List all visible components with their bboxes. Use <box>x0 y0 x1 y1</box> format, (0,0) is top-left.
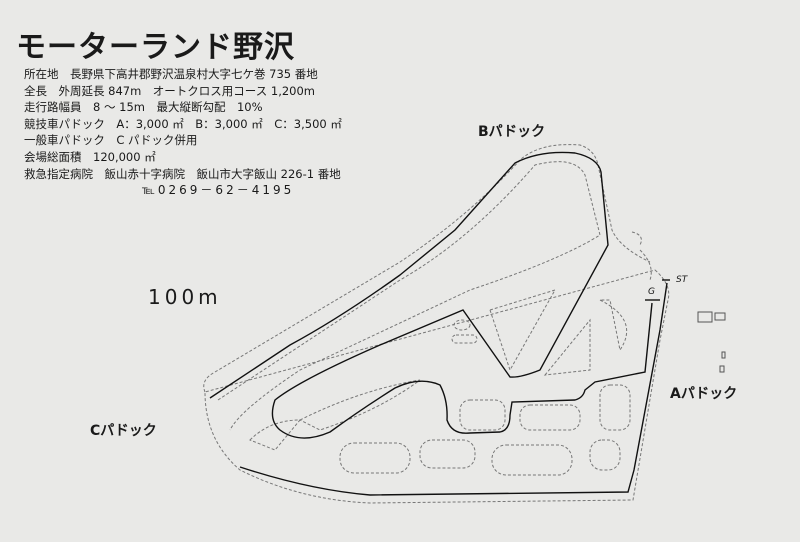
goal-mark: G <box>648 287 655 297</box>
inner-boundary-top <box>217 161 601 431</box>
page-title: モーターランド野沢 <box>16 30 295 65</box>
island <box>453 319 471 331</box>
info-area: 会場総面積 120,000 ㎡ <box>24 149 156 164</box>
island <box>489 289 557 372</box>
island <box>419 439 476 469</box>
island <box>599 299 628 352</box>
island <box>589 439 621 471</box>
island <box>339 442 411 474</box>
island <box>639 249 652 281</box>
scale-label: 100m <box>148 285 222 309</box>
info-general-paddock: 一般車パドック C パドック併用 <box>24 133 198 148</box>
route-line <box>209 151 653 439</box>
island <box>631 231 642 246</box>
info-length: 全長 外周延長 847m オートクロス用コース 1,200m <box>24 83 316 98</box>
course-outline <box>203 144 670 504</box>
buildings <box>697 311 726 373</box>
paddock-b-label: Bパドック <box>478 124 546 140</box>
building <box>721 351 726 359</box>
island <box>519 404 581 431</box>
info-width: 走行路幅員 8 ～ 15m 最大縦断勾配 10% <box>24 100 263 115</box>
island <box>599 384 631 431</box>
paddock-c-label: Cパドック <box>90 423 157 439</box>
island <box>249 419 302 451</box>
venue-info: 所在地 長野県下高井郡野沢温泉村大字七ケ巻 735 番地 全長 外周延長 847… <box>24 66 342 199</box>
island <box>543 318 591 376</box>
building <box>714 312 726 321</box>
paddock-a-label: Aパドック <box>670 386 738 402</box>
island <box>459 399 506 431</box>
info-location: 所在地 長野県下高井郡野沢温泉村大字七ケ巻 735 番地 <box>24 67 318 81</box>
route-line <box>239 282 668 496</box>
info-tel: ℡0269－62－4195 <box>142 183 295 198</box>
outer-boundary <box>203 144 670 504</box>
info-hospital: 救急指定病院 飯山赤十字病院 飯山市大字飯山 226-1 番地 <box>24 166 341 181</box>
info-race-paddock: 競技車パドック A：3,000 ㎡ B：3,000 ㎡ C：3,500 ㎡ <box>24 116 342 131</box>
island <box>451 334 478 344</box>
island <box>298 379 421 431</box>
start-mark: ST <box>676 275 688 285</box>
building <box>697 311 713 323</box>
island <box>491 444 573 476</box>
building <box>719 365 725 373</box>
race-route <box>209 151 670 496</box>
